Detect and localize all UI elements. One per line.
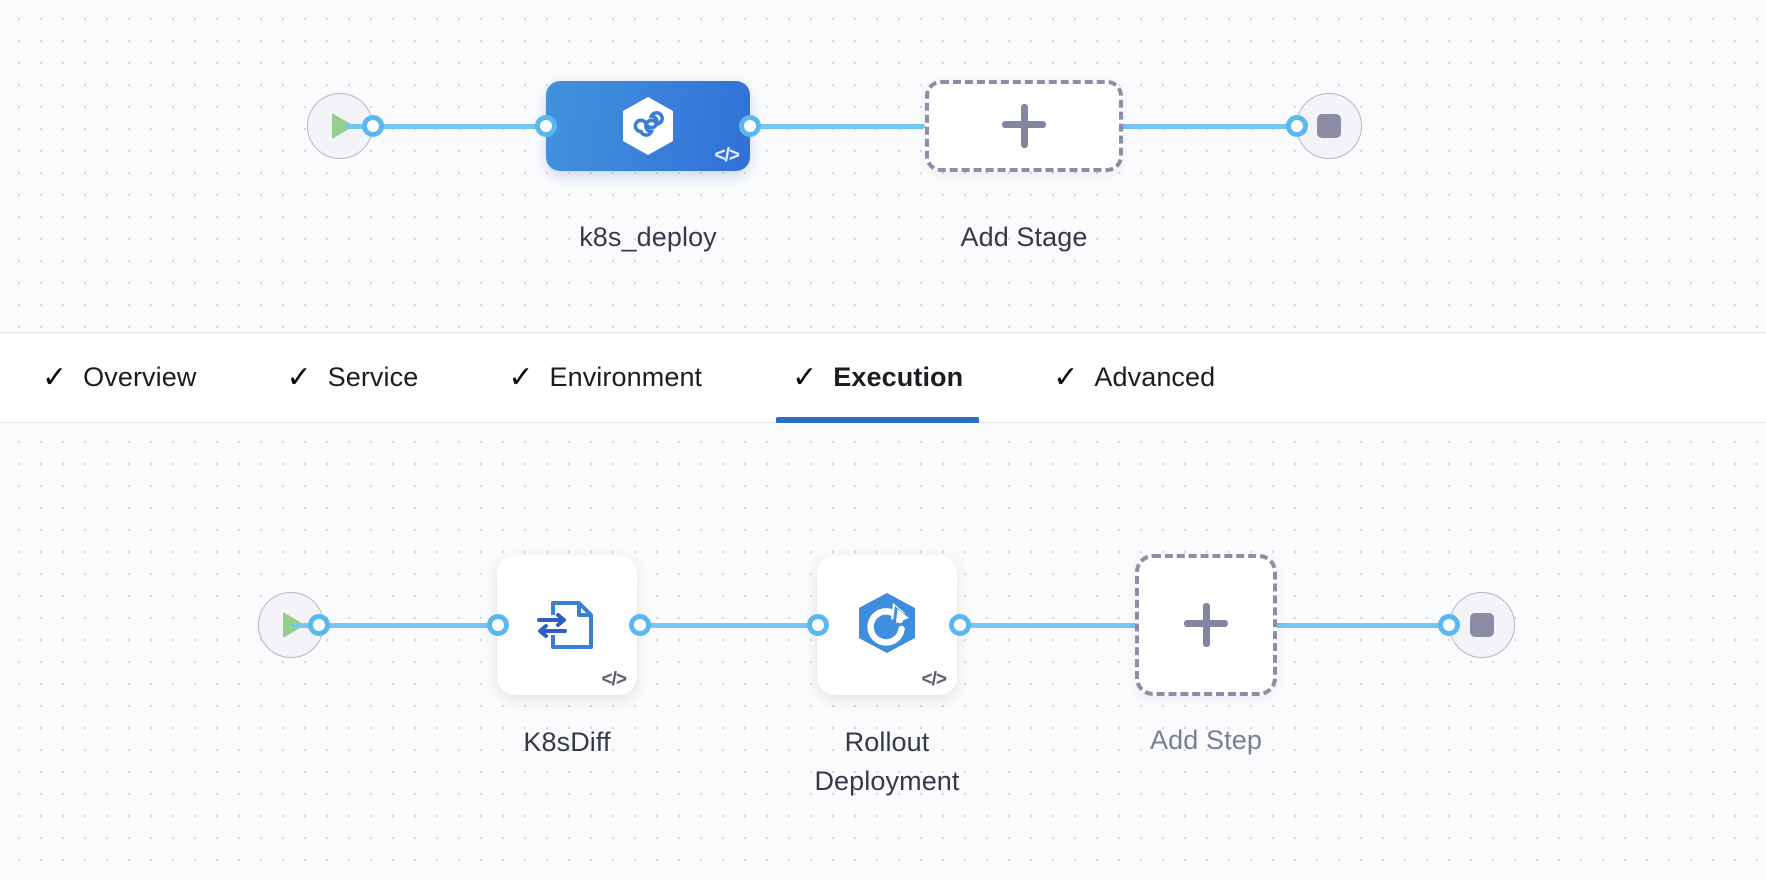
wire-stage-to-add-stage — [735, 124, 925, 129]
stop-icon — [1470, 613, 1494, 637]
code-badge-icon[interactable]: </> — [714, 145, 741, 166]
connector-dot-exec-end-in[interactable] — [1438, 614, 1460, 636]
connector-dot-stage-in[interactable] — [535, 115, 557, 137]
plus-icon — [1002, 104, 1046, 148]
tab-service[interactable]: ✓ Service — [270, 332, 434, 423]
check-icon: ✓ — [1053, 360, 1079, 394]
stage-graph-canvas[interactable]: </> k8s_deploy Add Stage — [0, 0, 1766, 332]
end-circle — [1296, 93, 1362, 159]
plus-icon — [1184, 603, 1228, 647]
step-node-k8sdiff[interactable]: </> — [497, 555, 637, 695]
start-circle — [307, 93, 373, 159]
check-icon: ✓ — [42, 360, 68, 394]
step-label-k8sdiff: K8sDiff — [523, 727, 611, 757]
pipeline-start-node[interactable] — [307, 93, 373, 159]
connector-dot-end-in[interactable] — [1286, 115, 1308, 137]
connector-dot-k8sdiff-in[interactable] — [487, 614, 509, 636]
connector-dot-stage-out[interactable] — [739, 115, 761, 137]
add-stage-button[interactable] — [925, 80, 1123, 172]
add-step-label: Add Step — [1150, 725, 1262, 755]
wire-start-to-stage — [345, 124, 555, 129]
stage-config-tabs: ✓ Overview ✓ Service ✓ Environment ✓ Exe… — [0, 332, 1766, 424]
check-icon: ✓ — [286, 360, 312, 394]
wire-add-stage-to-end — [1115, 124, 1305, 129]
check-icon: ✓ — [508, 360, 534, 394]
step-node-rollout-deployment[interactable]: </> — [817, 555, 957, 695]
pipeline-end-node[interactable] — [1296, 93, 1362, 159]
rollout-deployment-hexagon-icon — [851, 589, 923, 661]
play-icon — [332, 113, 354, 139]
step-label-rollout-line1: Rollout — [844, 727, 930, 757]
wire-start-to-k8sdiff — [292, 623, 507, 628]
step-label-rollout-line2: Deployment — [814, 766, 960, 797]
harness-cd-hexagon-icon — [621, 96, 675, 156]
tab-environment[interactable]: ✓ Environment — [492, 332, 718, 423]
connector-dot-rollout-in[interactable] — [807, 614, 829, 636]
wire-rollout-to-add-step — [945, 623, 1140, 628]
add-stage-label: Add Stage — [960, 222, 1088, 252]
tab-advanced-label: Advanced — [1094, 362, 1216, 392]
connector-dot-start-out[interactable] — [362, 115, 384, 137]
tab-execution[interactable]: ✓ Execution — [776, 332, 980, 424]
tab-overview[interactable]: ✓ Overview — [26, 332, 212, 423]
execution-graph-canvas[interactable]: </> K8sDiff </> — [0, 423, 1766, 880]
code-badge-icon[interactable]: </> — [601, 669, 628, 690]
check-icon: ✓ — [792, 360, 818, 394]
wire-k8sdiff-to-rollout — [625, 623, 815, 628]
stage-label-k8s-deploy: k8s_deploy — [579, 222, 717, 252]
connector-dot-exec-start-out[interactable] — [308, 614, 330, 636]
tab-environment-label: Environment — [549, 362, 703, 392]
tab-service-label: Service — [327, 362, 419, 392]
wire-add-step-to-end — [1270, 623, 1450, 628]
code-badge-icon[interactable]: </> — [921, 669, 948, 690]
stage-node-k8s-deploy[interactable]: </> — [546, 81, 750, 171]
connector-dot-k8sdiff-out[interactable] — [629, 614, 651, 636]
stop-icon — [1317, 114, 1341, 138]
tab-advanced[interactable]: ✓ Advanced — [1037, 332, 1231, 423]
connector-dot-rollout-out[interactable] — [949, 614, 971, 636]
end-circle — [1449, 592, 1515, 658]
tab-overview-label: Overview — [83, 362, 197, 392]
step-label-rollout-deployment: Rollout Deployment — [737, 723, 1037, 801]
add-step-button[interactable] — [1135, 554, 1277, 696]
k8s-diff-document-icon — [535, 593, 599, 657]
execution-end-node[interactable] — [1449, 592, 1515, 658]
tab-execution-label: Execution — [833, 362, 964, 392]
